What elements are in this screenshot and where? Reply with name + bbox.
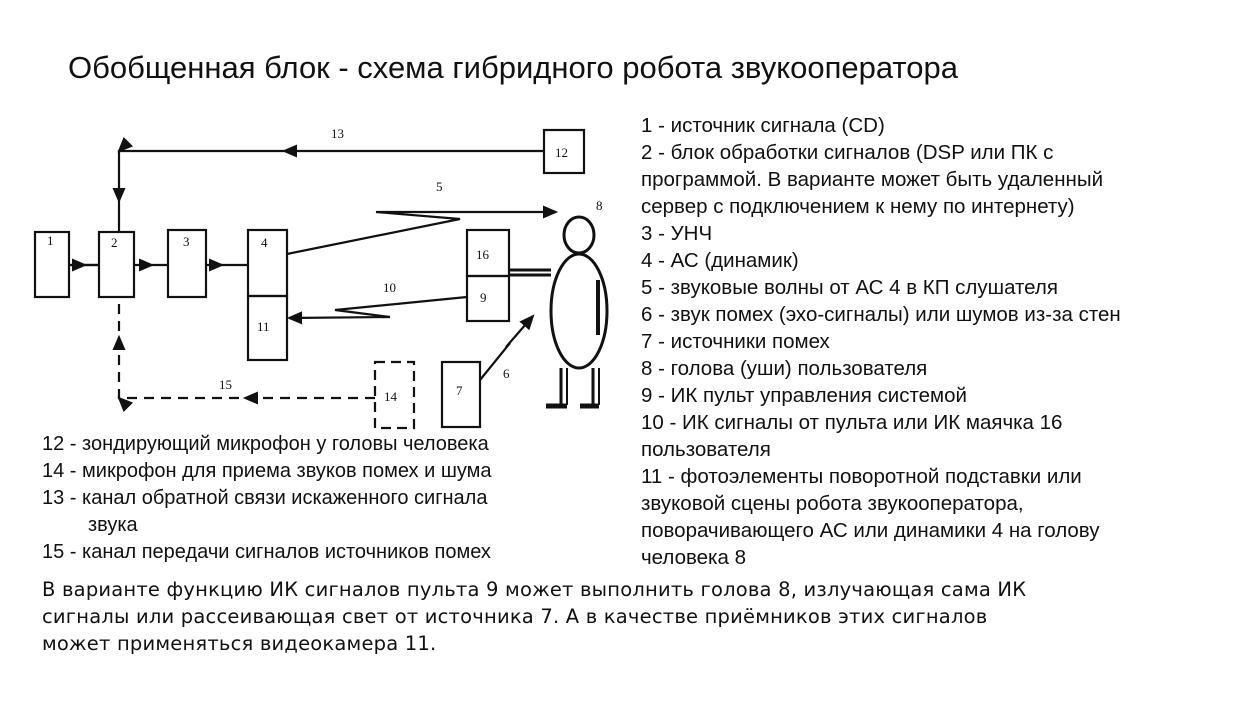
legend-item: 7 - источники помех [641, 330, 830, 353]
label-13: 13 [331, 126, 344, 141]
block-16-label: 16 [476, 247, 490, 262]
legend-right: 1 - источник сигнала (CD) 2 - блок обраб… [641, 112, 1251, 571]
block-12-label: 12 [555, 145, 568, 160]
page-title: Обобщенная блок - схема гибридного робот… [68, 50, 959, 85]
legend-item: 8 - голова (уши) пользователя [641, 357, 928, 380]
note-paragraph: В варианте функцию ИК сигналов пульта 9 … [42, 576, 1242, 657]
legend-item: сервер с подключением к нему по интернет… [641, 195, 1075, 218]
legend-item: 12 - зондирующий микрофон у головы челов… [42, 433, 489, 455]
legend-item: 13 - канал обратной связи искаженного си… [42, 487, 488, 509]
legend-item: 10 - ИК сигналы от пульта или ИК маячка … [641, 411, 1063, 434]
legend-item: человека 8 [641, 546, 746, 569]
legend-item: пользователя [641, 438, 771, 461]
note-line: сигналы или рассеивающая свет от источни… [42, 605, 988, 628]
block-4 [246, 228, 289, 298]
legend-item: программой. В варианте может быть удален… [641, 168, 1104, 191]
noise-6 [479, 314, 535, 381]
label-10: 10 [383, 280, 396, 295]
legend-item: 11 - фотоэлементы поворотной подставки и… [641, 465, 1082, 488]
block-7-label: 7 [456, 383, 463, 398]
feedback-channel-13 [112, 136, 544, 232]
block-14 [373, 360, 416, 430]
block-11-label: 11 [257, 319, 270, 334]
person-user-8 [509, 215, 609, 409]
legend-item: 3 - УНЧ [641, 222, 713, 245]
block-1-label: 1 [47, 233, 54, 248]
legend-item: 6 - звук помех (эхо-сигналы) или шумов и… [641, 303, 1121, 326]
legend-item: поворачивающего АС или динамики 4 на гол… [641, 519, 1100, 542]
legend-item: 14 - микрофон для приема звуков помех и … [42, 460, 492, 482]
note-line: может применяться видеокамера 11. [42, 632, 437, 655]
legend-item: звука [88, 514, 138, 536]
legend-item: 5 - звуковые волны от АС 4 в КП слушател… [641, 276, 1058, 299]
legend-item: 4 - АС (динамик) [641, 249, 799, 272]
sound-waves-5 [286, 205, 559, 256]
block-9 [465, 274, 511, 323]
legend-item: 15 - канал передачи сигналов источников … [42, 541, 491, 563]
label-6: 6 [503, 366, 510, 381]
block-3 [166, 228, 208, 299]
block-2-label: 2 [111, 235, 118, 250]
legend-item: звуковой сцены робота звукооператора, [641, 492, 1024, 515]
legend-item: 2 - блок обработки сигналов (DSP или ПК … [641, 141, 1054, 164]
block-7 [440, 360, 482, 429]
block-3-label: 3 [183, 234, 190, 249]
note-line: В варианте функцию ИК сигналов пульта 9 … [42, 578, 1027, 601]
block-4-label: 4 [261, 235, 268, 250]
legend-item: 1 - источник сигнала (CD) [641, 114, 885, 137]
block-9-label: 9 [480, 290, 487, 305]
label-5: 5 [436, 179, 443, 194]
label-8: 8 [596, 198, 603, 213]
noise-channel-15 [112, 297, 375, 413]
block-11 [246, 294, 289, 362]
legend-left: 12 - зондирующий микрофон у головы челов… [42, 431, 492, 566]
block-14-label: 14 [384, 389, 398, 404]
label-15: 15 [219, 377, 232, 392]
legend-item: 9 - ИК пульт управления системой [641, 384, 967, 407]
ir-signal-10 [286, 295, 468, 325]
